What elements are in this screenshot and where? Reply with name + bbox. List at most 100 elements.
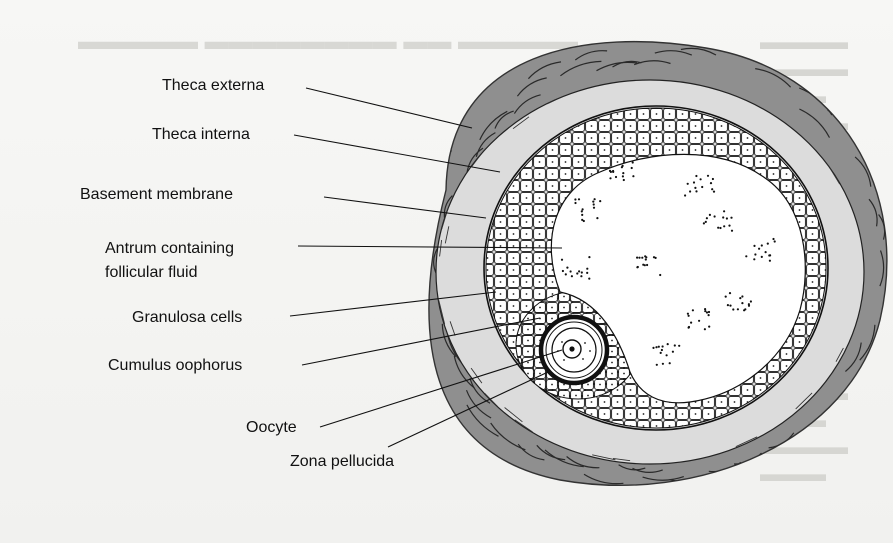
fluid-dot [774,240,776,242]
fluid-dot [652,347,654,349]
label-granulosa-cells: Granulosa cells [132,309,242,326]
fluid-dot [706,311,708,313]
fluid-dot [622,172,624,174]
fluid-dot [772,238,774,240]
fluid-dot [612,170,614,172]
fluid-dot [708,314,710,316]
fluid-dot [622,175,624,177]
fluid-dot [692,309,694,311]
fluid-dot [615,176,617,178]
fluid-dot [586,272,588,274]
theca-externa-fiber [702,482,735,490]
fluid-dot [594,198,596,200]
fluid-dot [561,259,563,261]
fluid-dot [565,273,567,275]
leader-theca-externa [306,88,472,128]
fluid-dot [661,349,663,351]
fluid-dot [722,216,724,218]
fluid-dot [712,178,714,180]
fluid-dot [576,272,578,274]
label-antrum-line2: follicular fluid [105,264,197,281]
fluid-dot [581,210,583,212]
fluid-dot [727,304,729,306]
fluid-dot [723,210,725,212]
label-oocyte: Oocyte [246,419,297,436]
fluid-dot [562,270,564,272]
fluid-dot [592,201,594,203]
fluid-dot [725,296,727,298]
fluid-dot [748,303,750,305]
fluid-dot [741,302,743,304]
fluid-dot [754,253,756,255]
label-zona-pellucida: Zona pellucida [290,453,394,470]
fluid-dot [705,221,707,223]
fluid-dot [769,254,771,256]
fluid-dot [728,225,730,227]
fluid-dot [656,364,658,366]
fluid-dot [709,214,711,216]
fluid-dot [583,220,585,222]
fluid-dot [571,275,573,277]
fluid-dot [704,310,706,312]
fluid-dot [574,198,576,200]
fluid-dot [593,203,595,205]
fluid-dot [655,346,657,348]
fluid-dot [609,177,611,179]
fluid-dot [730,217,732,219]
fluid-dot [566,267,568,269]
fluid-dot [710,182,712,184]
theca-externa-fiber [418,207,425,238]
fluid-dot [701,186,703,188]
fluid-dot [588,256,590,258]
fluid-dot [689,190,691,192]
fluid-dot [706,217,708,219]
fluid-dot [644,255,646,257]
label-cumulus-oophorus: Cumulus oophorus [108,357,242,374]
fluid-dot [769,260,771,262]
fluid-dot [761,256,763,258]
fluid-dot [732,308,734,310]
fluid-dot [578,270,580,272]
fluid-dot [599,200,601,202]
fluid-dot [737,308,739,310]
fluid-dot [641,257,643,259]
fluid-dot [694,187,696,189]
fluid-dot [659,274,661,276]
fluid-dot [753,258,755,260]
fluid-dot [662,363,664,365]
fluid-dot [726,217,728,219]
label-antrum-line1: Antrum containing [105,240,234,257]
fluid-dot [653,256,655,258]
fluid-dot [644,264,646,266]
fluid-dot [666,354,668,356]
fluid-dot [684,194,686,196]
label-theca-externa: Theca externa [162,77,264,94]
fluid-dot [632,161,634,163]
fluid-dot [588,278,590,280]
fluid-dot [695,175,697,177]
fluid-dot [674,344,676,346]
fluid-dot [708,311,710,313]
fluid-dot [711,188,713,190]
label-theca-interna: Theca interna [152,126,250,143]
fluid-dot [596,217,598,219]
fluid-dot [610,171,612,173]
fluid-dot [688,326,690,328]
fluid-dot [581,271,583,273]
fluid-dot [578,198,580,200]
fluid-dot [714,215,716,217]
fluid-dot [574,202,576,204]
fluid-dot [623,179,625,181]
fluid-dot [729,305,731,307]
fluid-dot [636,257,638,259]
theca-externa-fiber [890,237,893,263]
theca-externa-fiber [417,283,424,320]
fluid-dot [660,352,662,354]
fluid-dot [729,292,731,294]
fluid-dot [687,313,689,315]
fluid-dot [739,297,741,299]
fluid-dot [658,346,660,348]
fluid-dot [698,320,700,322]
fluid-dot [570,270,572,272]
